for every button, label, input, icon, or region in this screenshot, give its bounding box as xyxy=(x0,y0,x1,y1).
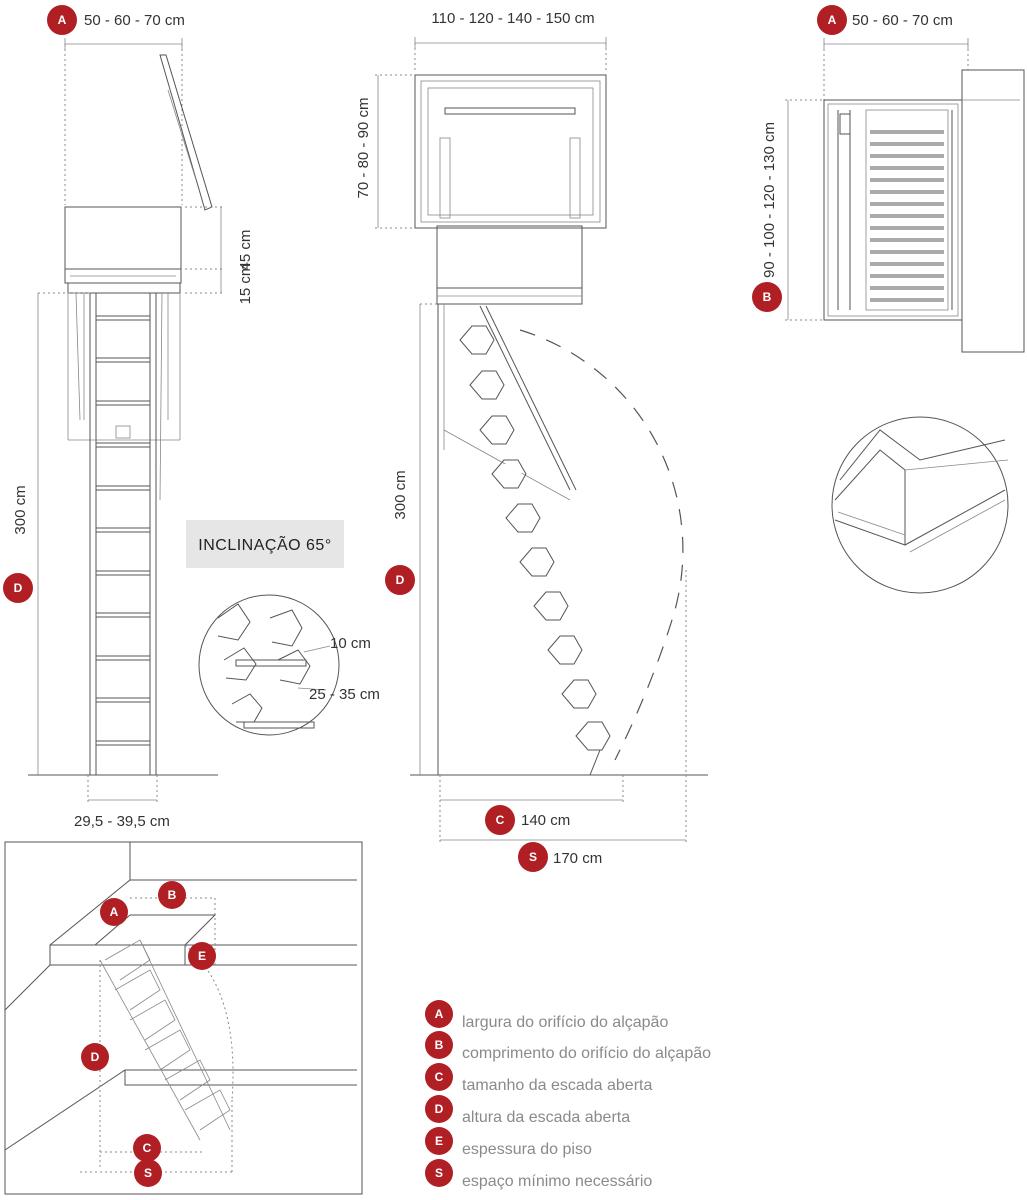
legend-text-e: espessura do piso xyxy=(462,1141,592,1158)
left-front-view: A 50 - 60 - 70 cm 45 cm 15 cm xyxy=(3,5,254,830)
center-width-dim: 110 - 120 - 140 - 150 cm xyxy=(431,10,594,27)
badge-s-room xyxy=(134,1159,162,1187)
room-ladder xyxy=(99,939,231,1141)
left-height-dim: 300 cm xyxy=(12,485,29,534)
badge-b-right-label: B xyxy=(763,290,772,304)
badge-b-right xyxy=(752,282,782,312)
legend-text-d: altura da escada aberta xyxy=(462,1109,630,1126)
badge-a-room-label: A xyxy=(110,905,119,919)
room-view: B A E D C S xyxy=(4,841,363,1195)
legend-text-b: comprimento do orifício do alçapão xyxy=(462,1045,711,1062)
badge-b-room xyxy=(158,881,186,909)
detail-step-depth: 10 cm xyxy=(330,635,371,652)
center-depth-dim: 70 - 80 - 90 cm xyxy=(355,98,372,199)
badge-a-right xyxy=(817,5,847,35)
badge-c-room-label: C xyxy=(143,1141,152,1155)
center-open-size-dim: 140 cm xyxy=(521,812,570,829)
badge-a-room xyxy=(100,898,128,926)
legend-badge-d: D xyxy=(435,1102,444,1116)
legend-badge-a: A xyxy=(435,1007,444,1021)
legend-badge-s: S xyxy=(435,1166,443,1180)
step-detail-circle: 10 cm 25 - 35 cm xyxy=(198,594,380,736)
badge-d-center xyxy=(385,565,415,595)
badge-s-center-label: S xyxy=(529,850,537,864)
legend-badge-b: B xyxy=(435,1038,444,1052)
badge-d-left-label: D xyxy=(14,581,23,595)
badge-b-room-label: B xyxy=(168,888,177,902)
legend-badge-e: E xyxy=(435,1134,443,1148)
detail-step-spacing: 25 - 35 cm xyxy=(309,686,380,703)
center-space-dim: 170 cm xyxy=(553,850,602,867)
inclination-label: INCLINAÇÃO 65° xyxy=(198,534,331,554)
badge-c-room xyxy=(133,1134,161,1162)
badge-c-center-label: C xyxy=(496,813,505,827)
right-tread-grid xyxy=(870,130,944,302)
right-top-view: A 50 - 60 - 70 cm xyxy=(752,5,1025,353)
badge-d-center-label: D xyxy=(396,573,405,587)
right-length-dim: 90 - 100 - 120 - 130 cm xyxy=(761,122,778,278)
center-height-dim: 300 cm xyxy=(392,470,409,519)
legend-text-s: espaço mínimo necessário xyxy=(462,1173,652,1190)
badge-a-left xyxy=(47,5,77,35)
left-width-dim: 50 - 60 - 70 cm xyxy=(84,12,185,29)
legend: A largura do orifício do alçapão B compr… xyxy=(425,1000,711,1190)
left-box-height-dim: 45 cm xyxy=(237,230,254,271)
legend-text-c: tamanho da escada aberta xyxy=(462,1077,652,1094)
badge-e-room-label: E xyxy=(198,949,206,963)
badge-s-room-label: S xyxy=(144,1166,152,1180)
scissor-ladder xyxy=(459,325,611,776)
badge-c-center xyxy=(485,805,515,835)
badge-d-left xyxy=(3,573,33,603)
left-ladder-steps xyxy=(95,315,151,746)
badge-a-left-label: A xyxy=(58,13,67,27)
legend-badge-c: C xyxy=(435,1070,444,1084)
badge-a-right-label: A xyxy=(828,13,837,27)
right-width-dim: 50 - 60 - 70 cm xyxy=(852,12,953,29)
badge-d-room-label: D xyxy=(91,1050,100,1064)
corner-detail-circle xyxy=(831,416,1009,594)
badge-e-room xyxy=(188,942,216,970)
badge-d-room xyxy=(81,1043,109,1071)
left-frame-dim: 15 cm xyxy=(237,264,254,305)
badge-s-center xyxy=(518,842,548,872)
center-side-view: 110 - 120 - 140 - 150 cm 70 - 80 - 90 cm xyxy=(355,10,708,872)
left-step-width-dim: 29,5 - 39,5 cm xyxy=(74,813,170,830)
legend-text-a: largura do orifício do alçapão xyxy=(462,1014,668,1031)
inclination-box: INCLINAÇÃO 65° xyxy=(186,520,344,568)
